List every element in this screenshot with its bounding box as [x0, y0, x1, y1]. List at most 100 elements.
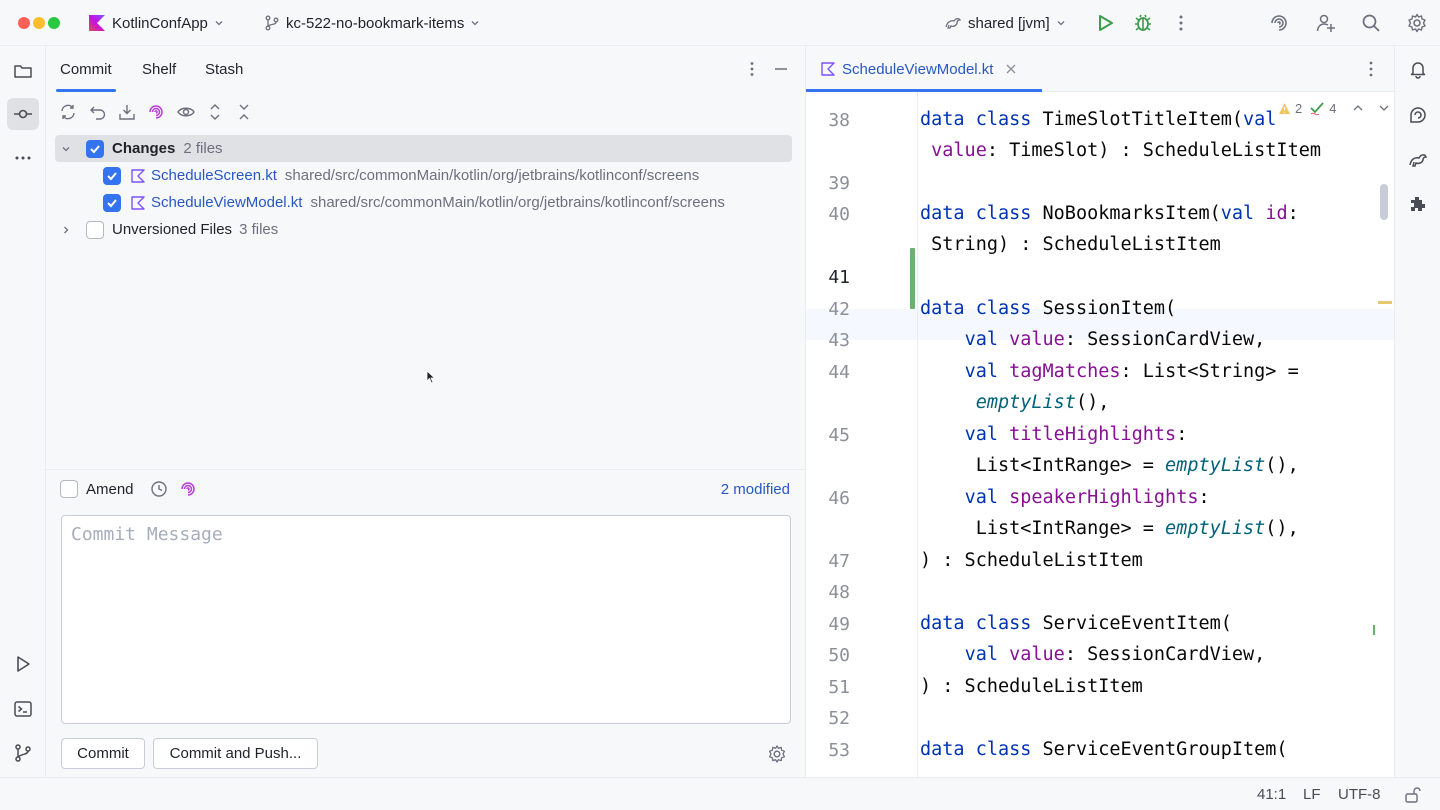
- change-stripe-marker[interactable]: [1373, 625, 1375, 635]
- commit-button[interactable]: Commit: [61, 738, 145, 769]
- code-line: val value: SessionCardView,: [964, 644, 1266, 665]
- commit-tool-button[interactable]: [7, 98, 39, 130]
- chevron-up-icon[interactable]: [1352, 102, 1364, 114]
- file-encoding[interactable]: UTF-8: [1338, 786, 1381, 803]
- tab-commit[interactable]: Commit: [56, 46, 116, 92]
- tab-shelf[interactable]: Shelf: [142, 60, 177, 78]
- minimize-icon: [775, 68, 787, 70]
- run-tool-button[interactable]: [7, 648, 39, 680]
- line-number: 42: [828, 299, 850, 320]
- code-line: data class NoBookmarksItem(val id:: [920, 203, 1299, 224]
- commit-message-input[interactable]: Commit Message: [61, 515, 791, 724]
- unversioned-count: 3 files: [239, 221, 279, 238]
- editor-tab-options-button[interactable]: [1361, 59, 1381, 79]
- line-number: 47: [828, 551, 850, 572]
- file-checkbox[interactable]: [103, 193, 121, 212]
- debug-button[interactable]: [1131, 11, 1155, 35]
- hide-panel-button[interactable]: [769, 57, 793, 81]
- terminal-tool-button[interactable]: [7, 693, 39, 725]
- line-number: 43: [828, 330, 850, 351]
- warnings-count: 2: [1295, 100, 1303, 116]
- git-branch-icon: [265, 15, 279, 31]
- ai-assistant-button[interactable]: [1267, 11, 1291, 35]
- commit-and-push-button[interactable]: Commit and Push...: [153, 738, 318, 769]
- window-minimize-button[interactable]: [33, 17, 45, 29]
- changes-checkbox[interactable]: [86, 139, 104, 158]
- commit-toolbar: [46, 98, 806, 126]
- tab-stash[interactable]: Stash: [205, 60, 244, 78]
- project-tool-button[interactable]: [7, 55, 39, 87]
- warning-stripe-marker[interactable]: [1378, 301, 1392, 304]
- ai-spiral-icon: [149, 105, 163, 119]
- window-close-button[interactable]: [18, 17, 30, 29]
- refresh-button[interactable]: [56, 100, 80, 124]
- code-line: val speakerHighlights:: [964, 487, 1210, 508]
- amend-row: Amend 2 modified: [60, 476, 790, 502]
- line-number: 38: [828, 110, 850, 131]
- unversioned-files-row[interactable]: Unversioned Files 3 files: [59, 216, 459, 243]
- code-line: val tagMatches: List<String> =: [964, 361, 1299, 382]
- settings-button[interactable]: [1405, 11, 1429, 35]
- editor-tab-schedule-view-model[interactable]: ScheduleViewModel.kt: [806, 46, 1042, 92]
- list-item[interactable]: ScheduleScreen.kt shared/src/commonMain/…: [103, 162, 793, 189]
- editor-tab-title: ScheduleViewModel.kt: [842, 60, 994, 78]
- branch-name: kc-522-no-bookmark-items: [286, 14, 465, 32]
- expand-all-button[interactable]: [203, 100, 227, 124]
- ai-generate-button[interactable]: [144, 100, 168, 124]
- run-button[interactable]: [1093, 11, 1117, 35]
- collapse-all-button[interactable]: [232, 100, 256, 124]
- current-line-highlight: [806, 309, 1394, 340]
- rollback-button[interactable]: [86, 100, 110, 124]
- code-with-me-button[interactable]: [1314, 11, 1338, 35]
- chevron-down-icon: [471, 21, 479, 26]
- view-options-button[interactable]: [174, 100, 198, 124]
- modified-files-link[interactable]: 2 modified: [720, 480, 790, 498]
- more-horizontal-icon: [15, 156, 31, 160]
- commit-options-button[interactable]: [767, 744, 787, 764]
- gradle-tool-button[interactable]: [1406, 148, 1430, 172]
- code-line: List<IntRange> = emptyList(),: [920, 518, 1299, 539]
- ai-assistant-icon: [1271, 15, 1287, 31]
- ai-chat-button[interactable]: [1406, 103, 1430, 127]
- file-checkbox[interactable]: [103, 166, 121, 185]
- panel-options-button[interactable]: [740, 57, 764, 81]
- unversioned-checkbox[interactable]: [86, 220, 104, 239]
- notifications-button[interactable]: [1406, 57, 1430, 81]
- caret-position[interactable]: 41:1: [1257, 786, 1287, 803]
- update-project-button[interactable]: [115, 100, 139, 124]
- code-area[interactable]: 38 39 40 41 42 43 44 45 46 47 48 49 50 5…: [806, 92, 1394, 777]
- more-actions-button[interactable]: [1169, 11, 1193, 35]
- code-line: data class SessionItem(: [920, 298, 1177, 319]
- chevron-right-icon[interactable]: [59, 223, 73, 237]
- line-number: 51: [828, 677, 850, 698]
- editor-scrollbar-thumb[interactable]: [1380, 184, 1388, 220]
- ai-chat-icon: [1410, 107, 1426, 123]
- amend-label[interactable]: Amend: [86, 480, 134, 498]
- ai-commit-message-button[interactable]: [179, 480, 197, 498]
- inspection-widget[interactable]: 2 4: [1278, 98, 1390, 118]
- list-item[interactable]: ScheduleViewModel.kt shared/src/commonMa…: [103, 189, 803, 216]
- project-selector[interactable]: KotlinConfApp: [88, 0, 224, 46]
- code-line: data class TimeSlotTitleItem(val: [920, 109, 1277, 130]
- file-lock-button[interactable]: [1403, 778, 1421, 810]
- branch-selector[interactable]: kc-522-no-bookmark-items: [264, 0, 480, 46]
- close-icon[interactable]: [1005, 63, 1017, 75]
- line-number: 46: [828, 488, 850, 509]
- window-zoom-button[interactable]: [48, 17, 60, 29]
- line-separator[interactable]: LF: [1303, 786, 1321, 803]
- git-tool-button[interactable]: [7, 737, 39, 769]
- changes-group-row[interactable]: Changes 2 files: [55, 135, 792, 162]
- chevron-down-icon[interactable]: [1378, 102, 1390, 114]
- run-configuration-name: shared [jvm]: [968, 14, 1050, 32]
- search-everywhere-button[interactable]: [1359, 11, 1383, 35]
- chevron-down-icon[interactable]: [59, 142, 73, 156]
- more-tool-windows-button[interactable]: [7, 142, 39, 174]
- commit-history-button[interactable]: [150, 480, 168, 498]
- amend-checkbox[interactable]: [60, 480, 78, 498]
- changed-lines-marker[interactable]: [910, 248, 915, 309]
- title-bar: KotlinConfApp kc-522-no-bookmark-items s…: [0, 0, 1440, 46]
- plugins-tool-button[interactable]: [1406, 192, 1430, 216]
- kotlin-logo-icon: [89, 15, 105, 31]
- gear-icon: [768, 745, 786, 763]
- run-configuration-selector[interactable]: shared [jvm]: [944, 0, 1066, 46]
